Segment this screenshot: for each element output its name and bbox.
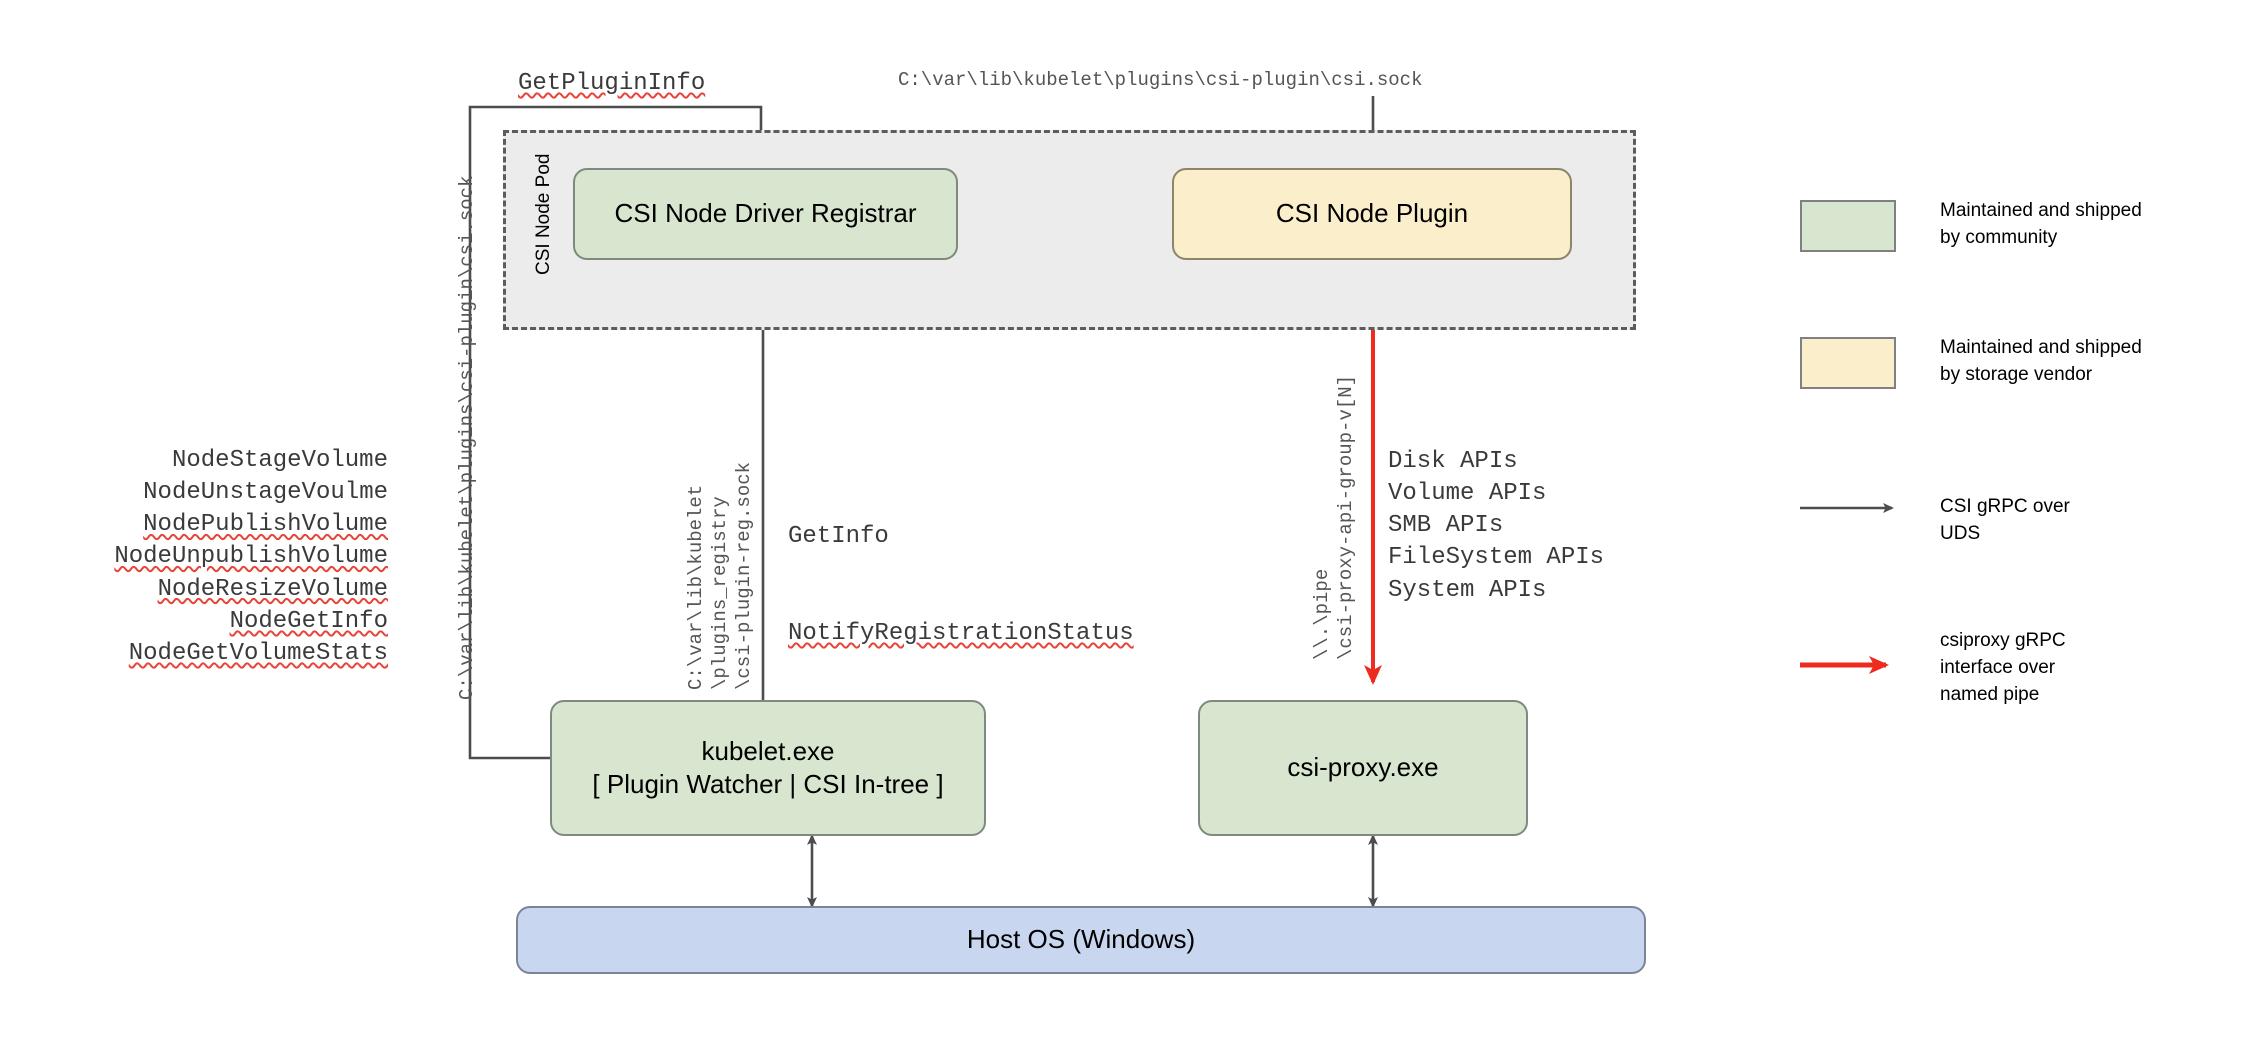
legend-text-community: Maintained and shipped by community [1940, 200, 2142, 248]
node-service-api-item: NodeUnstageVoulme [143, 479, 388, 507]
legend-swatch-vendor [1800, 337, 1896, 389]
csi-proxy-api-item: SMB APIs [1388, 512, 1504, 540]
annotation-csi-sock-path-left: C:\var\lib\kubelet\plugins\csi-plugin\cs… [456, 175, 478, 701]
annotation-registration-sock-line1: C:\var\lib\kubelet [685, 484, 707, 690]
annotation-registration-sock-line3: \csi-plugin-reg.sock [733, 461, 755, 690]
annotation-csi-sock-path-top: C:\var\lib\kubelet\plugins\csi-plugin\cs… [898, 69, 1423, 91]
node-label-line2: [ Plugin Watcher | CSI In-tree ] [592, 769, 944, 799]
annotation-named-pipe-line1: \\.\pipe [1311, 568, 1333, 660]
annotation-named-pipe-line2: \csi-proxy-api-group-v[N] [1335, 374, 1357, 660]
legend-text-uds: CSI gRPC over UDS [1940, 496, 2070, 544]
csi-node-pod-label: CSI Node Pod [533, 153, 554, 275]
node-service-api-item: NodePublishVolume [143, 511, 388, 539]
node-kubelet-exe[interactable]: kubelet.exe [ Plugin Watcher | CSI In-tr… [550, 700, 986, 836]
node-service-api-item: NodeResizeVolume [157, 575, 388, 603]
csi-proxy-api-item: FileSystem APIs [1388, 544, 1605, 572]
node-host-os[interactable]: Host OS (Windows) [516, 906, 1646, 974]
node-service-api-item: NodeStageVolume [171, 447, 388, 474]
node-csi-node-driver-registrar[interactable]: CSI Node Driver Registrar [573, 168, 958, 260]
annotation-registration-calls: GetInfo NotifyRegistrationStatus [788, 457, 1134, 714]
legend-text-csiproxy: csiproxy gRPC interface over named pipe [1940, 630, 2066, 705]
node-csi-node-plugin[interactable]: CSI Node Plugin [1172, 168, 1572, 260]
node-service-api-item: NodeGetVolumeStats [128, 639, 388, 667]
node-csi-proxy-exe[interactable]: csi-proxy.exe [1198, 700, 1528, 836]
annotation-getplugininfo: GetPluginInfo [518, 70, 706, 97]
csi-proxy-api-item: System APIs [1388, 576, 1547, 604]
node-label-line1: kubelet.exe [701, 735, 835, 766]
csi-proxy-api-item: Disk APIs [1388, 448, 1518, 475]
node-label: CSI Node Driver Registrar [614, 198, 917, 229]
annotation-registration-sock-line2: \plugins_registry [709, 496, 731, 690]
legend-swatch-community [1800, 200, 1896, 252]
legend-text-vendor: Maintained and shipped by storage vendor [1940, 337, 2142, 385]
node-service-api-item: NodeUnpublishVolume [114, 543, 388, 571]
annotation-notifyregistrationstatus: NotifyRegistrationStatus [788, 619, 1134, 647]
csi-proxy-api-item: Volume APIs [1388, 480, 1547, 508]
node-label: CSI Node Plugin [1275, 198, 1469, 229]
node-label: Host OS (Windows) [966, 924, 1196, 955]
node-label: csi-proxy.exe [1287, 752, 1439, 783]
node-service-api-item: NodeGetInfo [229, 607, 388, 635]
annotation-getinfo: GetInfo [788, 523, 889, 551]
